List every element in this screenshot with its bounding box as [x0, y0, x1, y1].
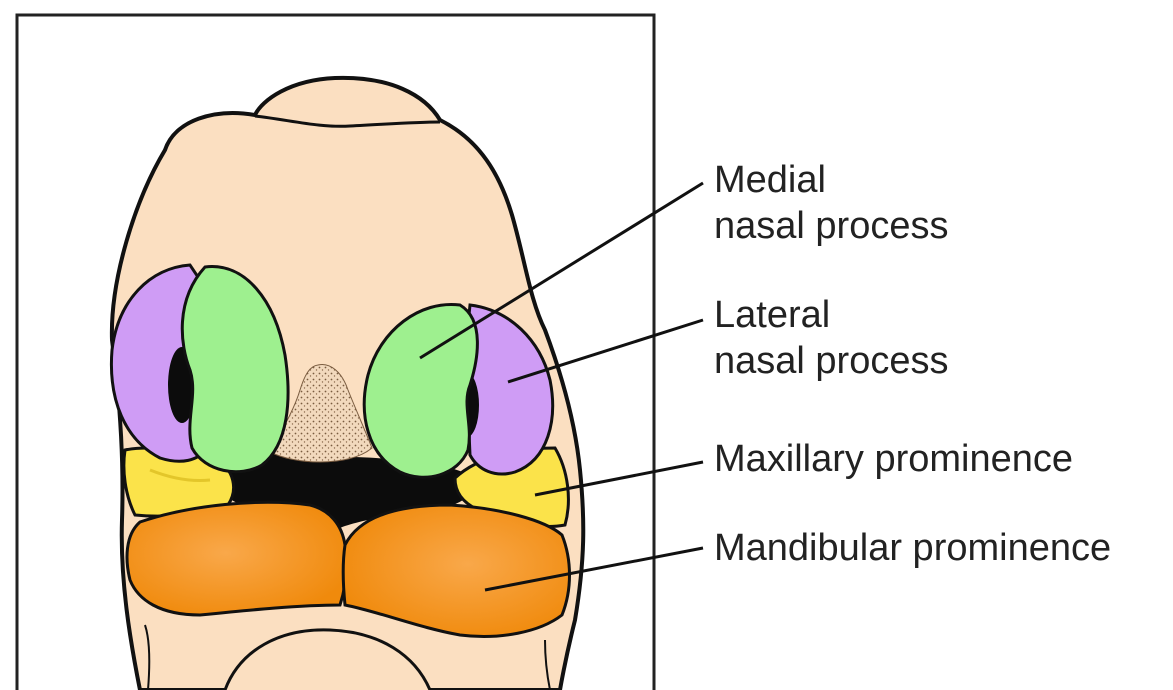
mandibular-prominence-left [127, 502, 346, 615]
label-lateral-nasal-process: Lateral nasal process [714, 292, 948, 384]
label-lateral-line1: Lateral [714, 292, 948, 338]
label-medial-line2: nasal process [714, 203, 948, 249]
label-medial-nasal-process: Medial nasal process [714, 157, 948, 249]
label-maxillary-text: Maxillary prominence [714, 436, 1073, 482]
label-mandibular-text: Mandibular prominence [714, 525, 1111, 571]
label-maxillary-prominence: Maxillary prominence [714, 436, 1073, 482]
label-mandibular-prominence: Mandibular prominence [714, 525, 1111, 571]
label-medial-line1: Medial [714, 157, 948, 203]
label-lateral-line2: nasal process [714, 338, 948, 384]
